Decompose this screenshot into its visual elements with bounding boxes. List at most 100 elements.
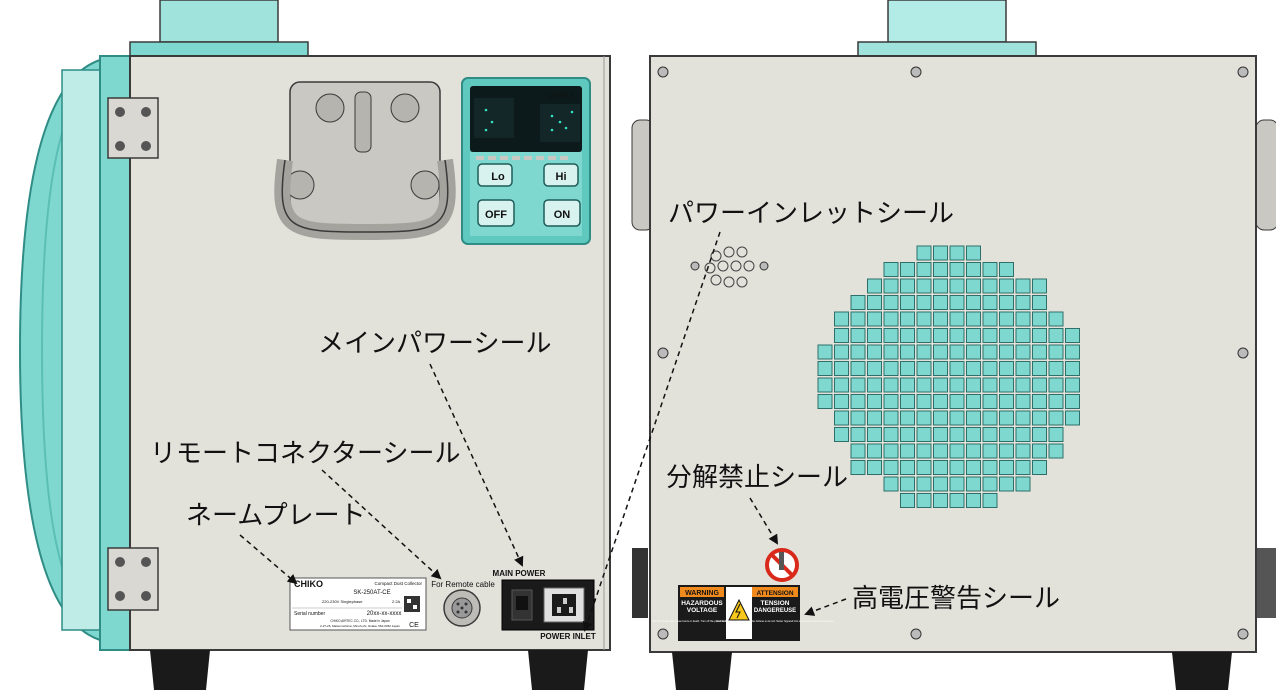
vent-slot [850,394,866,409]
vent-slot [916,311,932,327]
vent-slot [933,410,948,426]
attention-sub2: DANGEREUSE [754,608,796,614]
vent-slot [982,295,998,310]
leader-main-power [429,363,524,567]
vent-slot [933,377,948,393]
hi-button[interactable] [543,163,579,187]
vent-slot [982,476,998,492]
vent-slot [933,476,948,492]
control-panel: CHIKO Lo Hi OFF ON [461,77,591,245]
vent-slot [817,394,833,409]
vent-slot [1015,476,1031,492]
vent-slot [1048,427,1064,442]
vent-slot [1015,328,1031,343]
vent-slot [966,377,981,393]
warning-sub1: HAZARDOUS [681,600,723,607]
lo-button[interactable] [477,163,513,187]
vent-slot [817,344,833,360]
vent-slot [916,427,932,442]
nameplate-spec: 220-230V Singlephase [322,599,363,604]
vent-slot [1032,443,1047,459]
vent-slot [1032,427,1047,442]
vent-slot [933,460,948,475]
main-power-module: MAIN POWER POWER INLET [493,569,596,641]
vent-slot [867,443,882,459]
attention-text: Un choc électrique peut provoquer des br… [716,620,835,623]
vent-slot [999,295,1014,310]
warning-sub2: VOLTAGE [687,607,718,614]
vent-slot [966,394,981,409]
vent-slot [883,443,899,459]
vent-slot [999,443,1014,459]
vent-slot [933,361,948,376]
vent-slot [966,460,981,475]
vent-slot [949,328,965,343]
vent-slot [850,311,866,327]
vent-slot [966,476,981,492]
vent-slot [966,311,981,327]
main-power-label: MAIN POWER [493,569,546,578]
vent-slot [817,377,833,393]
vent-slot [933,443,948,459]
left-top-duct [159,0,279,43]
vent-slot [933,262,948,277]
vent-slot [883,328,899,343]
vent-slot [949,493,965,508]
vent-slot [834,394,849,409]
vent-slot [949,262,965,277]
vent-slot [1032,295,1047,310]
vent-slot [999,476,1014,492]
vent-slot [834,427,849,442]
callout-main-power-seal: メインパワーシール [318,329,551,359]
vent-slot [1032,460,1047,475]
vent-slot [999,262,1014,277]
vent-slot [949,361,965,376]
vent-slot [867,295,882,310]
right-foot-2 [1172,652,1232,690]
vent-slot [1032,410,1047,426]
vent-slot [850,410,866,426]
vent-slot [982,377,998,393]
vent-slot [916,443,932,459]
leader-high-voltage [804,598,847,616]
vent-slot [949,344,965,360]
vent-slot [900,427,915,442]
vent-slot [999,410,1014,426]
vent-slot [999,311,1014,327]
off-button[interactable] [477,199,515,227]
exhaust-vent-grid [817,245,1080,508]
vent-slot [949,443,965,459]
vent-slot [999,344,1014,360]
vent-slot [949,460,965,475]
vent-slot [900,361,915,376]
vent-slot [933,493,948,508]
vent-slot [883,278,899,294]
warning-title: WARNING [685,590,719,597]
vent-slot [916,344,932,360]
vent-slot [834,361,849,376]
remote-cable-label: For Remote cable [431,580,495,589]
vent-slot [949,410,965,426]
vent-slot [1032,311,1047,327]
vent-slot [999,427,1014,442]
vent-slot [883,262,899,277]
vent-slot [1048,311,1064,327]
right-foot-1 [672,652,732,690]
vent-slot [883,394,899,409]
vent-slot [916,410,932,426]
on-button[interactable] [543,199,581,227]
vent-slot [933,311,948,327]
vent-slot [982,361,998,376]
vent-slot [900,328,915,343]
callout-remote-connector-seal: リモートコネクターシール [150,439,460,469]
nameplate-serial-value: 20xx-xx-xxxx [367,611,402,617]
vent-slot [834,377,849,393]
vent-slot [1015,377,1031,393]
vent-slot [1032,377,1047,393]
nameplate-product: Compact Dust Collector [374,581,422,586]
vent-slot [999,394,1014,409]
vent-slot [982,328,998,343]
vent-slot [966,295,981,310]
vent-slot [966,344,981,360]
vent-slot [933,328,948,343]
